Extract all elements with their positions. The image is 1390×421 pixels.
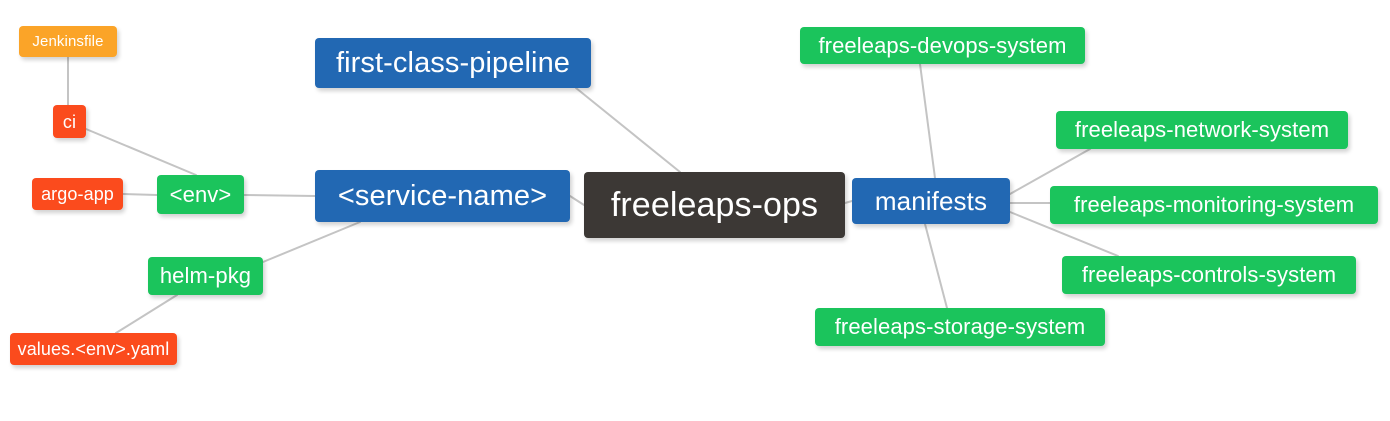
node-label-ci: ci xyxy=(62,111,77,132)
node-label-jenkinsfile: Jenkinsfile xyxy=(32,33,104,50)
node-manifests[interactable]: manifests xyxy=(852,178,1010,224)
node-service-name[interactable]: <service-name> xyxy=(315,170,570,222)
node-jenkinsfile[interactable]: Jenkinsfile xyxy=(19,26,117,57)
edge-helm-pkg-to-values-env-yaml xyxy=(115,294,178,334)
node-freeleaps-controls-system[interactable]: freeleaps-controls-system xyxy=(1062,256,1356,294)
node-label-argo-app: argo-app xyxy=(41,184,114,204)
node-label-freeleaps-storage-system: freeleaps-storage-system xyxy=(834,314,1086,339)
node-label-freeleaps-devops-system: freeleaps-devops-system xyxy=(818,32,1067,58)
edge-freeleaps-ops-to-manifests xyxy=(844,200,853,204)
node-freeleaps-monitoring-system[interactable]: freeleaps-monitoring-system xyxy=(1050,186,1378,224)
edge-env-to-argo-app xyxy=(122,193,158,196)
node-label-freeleaps-monitoring-system: freeleaps-monitoring-system xyxy=(1073,192,1355,217)
node-values-env-yaml[interactable]: values.<env>.yaml xyxy=(10,333,177,365)
node-label-first-class-pipeline: first-class-pipeline xyxy=(335,46,571,79)
node-label-values-env-yaml: values.<env>.yaml xyxy=(17,339,170,359)
node-label-manifests: manifests xyxy=(874,186,988,216)
node-env[interactable]: <env> xyxy=(157,175,244,214)
node-freeleaps-devops-system[interactable]: freeleaps-devops-system xyxy=(800,27,1085,64)
node-ci[interactable]: ci xyxy=(53,105,86,138)
node-freeleaps-network-system[interactable]: freeleaps-network-system xyxy=(1056,111,1348,149)
node-label-freeleaps-network-system: freeleaps-network-system xyxy=(1074,117,1330,142)
node-label-freeleaps-controls-system: freeleaps-controls-system xyxy=(1081,262,1337,287)
node-first-class-pipeline[interactable]: first-class-pipeline xyxy=(315,38,591,88)
node-label-freeleaps-ops: freeleaps-ops xyxy=(610,186,819,224)
edge-manifests-to-freeleaps-devops-system xyxy=(919,63,936,179)
edge-freeleaps-ops-to-service-name xyxy=(569,195,585,206)
edge-service-name-to-helm-pkg xyxy=(262,221,361,263)
node-freeleaps-ops[interactable]: freeleaps-ops xyxy=(584,172,845,238)
edge-service-name-to-env xyxy=(243,194,316,197)
node-label-service-name: <service-name> xyxy=(337,179,548,212)
node-freeleaps-storage-system[interactable]: freeleaps-storage-system xyxy=(815,308,1105,346)
edge-manifests-to-freeleaps-storage-system xyxy=(924,223,948,309)
edge-freeleaps-ops-to-first-class-pipeline xyxy=(575,87,681,173)
node-argo-app[interactable]: argo-app xyxy=(32,178,123,210)
node-helm-pkg[interactable]: helm-pkg xyxy=(148,257,263,295)
node-label-env: <env> xyxy=(169,181,232,207)
edge-env-to-ci xyxy=(85,128,197,176)
node-label-helm-pkg: helm-pkg xyxy=(159,263,252,288)
